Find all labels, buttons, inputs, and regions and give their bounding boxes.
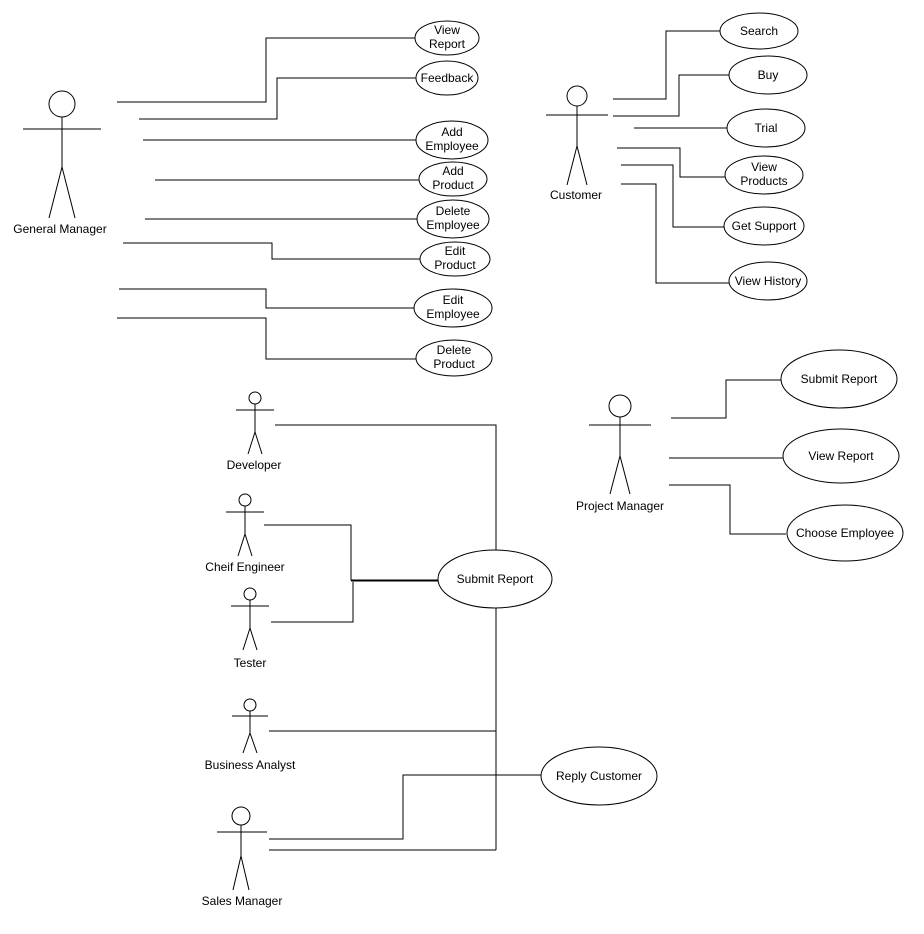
link-cu-view-products (617, 147, 725, 178)
usecase-label-line2: Employee (425, 139, 479, 153)
usecase-pm-choose-employee: Choose Employee (786, 504, 904, 562)
usecase-gm-edit-employee: Edit Employee (413, 288, 493, 328)
usecase-pm-submit-report: Submit Report (780, 349, 898, 409)
usecase-label-line1: Edit (443, 293, 464, 307)
usecase-team-submit-report: Submit Report (437, 549, 553, 609)
actor-sales-manager: Sales Manager (202, 806, 283, 908)
usecase-label-line2: Employee (426, 218, 480, 232)
link-gm-edit-employee (119, 288, 414, 309)
actor-label-tester: Tester (234, 656, 267, 670)
link-sales-manager-reply-customer (269, 774, 542, 840)
usecase-gm-delete-employee: Delete Employee (416, 199, 490, 239)
actor-label-customer: Customer (550, 188, 602, 202)
actor-general-manager: General Manager (13, 90, 107, 236)
usecase-label-line2: Product (434, 258, 476, 272)
actor-label-sales-manager: Sales Manager (202, 894, 283, 908)
actor-label-chief-engineer: Cheif Engineer (205, 560, 284, 574)
usecase-label: Buy (758, 68, 779, 82)
usecase-label-line1: View (751, 160, 777, 174)
actor-chief-engineer: Cheif Engineer (205, 493, 285, 574)
usecase-cu-get-support: Get Support (723, 206, 805, 246)
usecase-sm-reply-customer: Reply Customer (540, 746, 658, 806)
usecase-gm-edit-product: Edit Product (419, 241, 491, 277)
actor-label-project-manager: Project Manager (576, 499, 664, 513)
actor-business-analyst: Business Analyst (205, 698, 296, 772)
link-gm-view-report (117, 37, 415, 103)
usecase-label: Search (740, 24, 778, 38)
usecase-label-line1: View (434, 23, 460, 37)
usecase-label: Submit Report (457, 572, 534, 586)
usecase-pm-view-report: View Report (782, 428, 900, 484)
usecase-gm-delete-product: Delete Product (415, 339, 493, 377)
usecase-cu-view-products: View Products (724, 155, 804, 195)
usecase-gm-view-report: View Report (414, 20, 480, 56)
actor-tester: Tester (231, 587, 269, 670)
usecase-label-line1: Delete (436, 204, 471, 218)
link-pm-submit-report (671, 379, 782, 419)
usecase-cu-trial: Trial (726, 108, 806, 148)
actor-label-business-analyst: Business Analyst (205, 758, 296, 772)
link-cu-search (613, 30, 720, 100)
usecase-label: View History (735, 274, 801, 288)
usecase-label-line2: Report (429, 37, 466, 51)
link-gm-delete-product (117, 317, 416, 360)
usecase-label: Feedback (421, 71, 475, 85)
usecase-cu-buy: Buy (728, 55, 808, 95)
usecase-label-line2: Employee (426, 307, 480, 321)
usecase-label: Get Support (732, 219, 797, 233)
link-chief-engineer-submit-report (264, 524, 438, 581)
link-tester-submit-report (271, 582, 354, 623)
usecase-label: Trial (755, 121, 778, 135)
usecase-label: Reply Customer (556, 769, 642, 783)
usecase-label: Choose Employee (796, 526, 894, 540)
usecase-gm-add-employee: Add Employee (415, 120, 489, 160)
link-pm-choose-employee (669, 484, 786, 535)
link-developer-submit-report (275, 424, 497, 550)
usecase-label: Submit Report (801, 372, 878, 386)
usecase-label-line1: Edit (445, 244, 466, 258)
link-cu-get-support (621, 164, 725, 228)
link-gm-edit-product (123, 242, 421, 260)
usecase-gm-feedback: Feedback (415, 60, 479, 96)
link-gm-feedback (139, 77, 416, 120)
usecase-label-line2: Product (432, 178, 474, 192)
usecase-cu-view-history: View History (728, 261, 808, 301)
actor-label-developer: Developer (227, 458, 282, 472)
usecase-cu-search: Search (719, 12, 799, 50)
actor-customer: Customer (546, 85, 608, 202)
actor-developer: Developer (227, 391, 282, 472)
usecase-label-line1: Add (441, 125, 462, 139)
actor-label-general-manager: General Manager (13, 222, 106, 236)
usecase-gm-add-product: Add Product (418, 161, 488, 197)
usecase-label-line1: Delete (437, 343, 472, 357)
actor-project-manager: Project Manager (576, 394, 664, 513)
usecase-label-line1: Add (442, 164, 463, 178)
link-cu-view-history (621, 183, 729, 284)
link-cu-buy (613, 74, 729, 117)
usecase-label-line2: Product (433, 357, 475, 371)
usecase-label: View Report (808, 449, 874, 463)
usecase-label-line2: Products (740, 174, 787, 188)
